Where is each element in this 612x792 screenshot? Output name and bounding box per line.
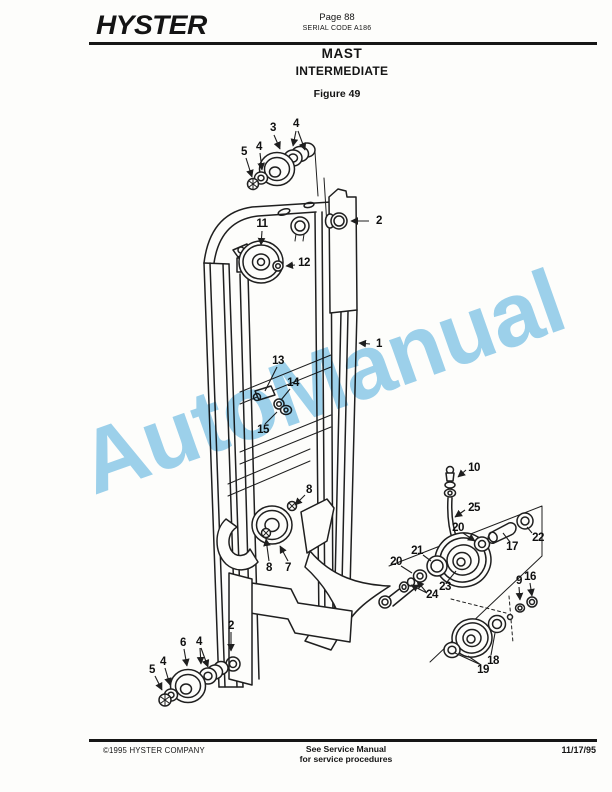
hardware-13-14-15 — [252, 385, 293, 416]
section-subtitle: INTERMEDIATE — [295, 64, 389, 78]
footer-service-note: See Service Manual for service procedure… — [211, 744, 481, 765]
footer-rule — [89, 739, 597, 742]
serial-code: SERIAL CODE A186 — [302, 25, 372, 32]
footer-copyright: ©1995 HYSTER COMPANY — [103, 746, 205, 755]
page-info: Page 88 SERIAL CODE A186 — [237, 12, 437, 32]
page-number: Page 88 — [319, 12, 355, 23]
top-bracket-bolt-2 — [324, 188, 358, 314]
pulley-7-assembly — [216, 498, 391, 631]
footer-service-line2: for service procedures — [299, 754, 393, 765]
callout-leader-lines-plain — [264, 366, 533, 666]
upper-sheave-assembly — [378, 512, 534, 609]
lower-sheave-assembly — [443, 595, 538, 659]
hyster-logo: HYSTER — [96, 10, 207, 40]
figure-label: Figure 49 — [313, 88, 361, 100]
bottom-roller-assembly — [158, 660, 229, 707]
section-title: MAST — [321, 46, 363, 61]
footer-service-line1: See Service Manual — [305, 744, 387, 754]
callout-leader-lines — [154, 130, 535, 691]
chain-ribbon — [304, 550, 391, 631]
bottom-crossmember — [225, 572, 353, 686]
pulley-11-nut-12 — [232, 240, 284, 284]
header-rule — [89, 42, 597, 45]
cross-braces — [227, 354, 332, 497]
footer-date: 11/17/95 — [561, 745, 596, 755]
grease-fitting-10 — [443, 465, 457, 498]
